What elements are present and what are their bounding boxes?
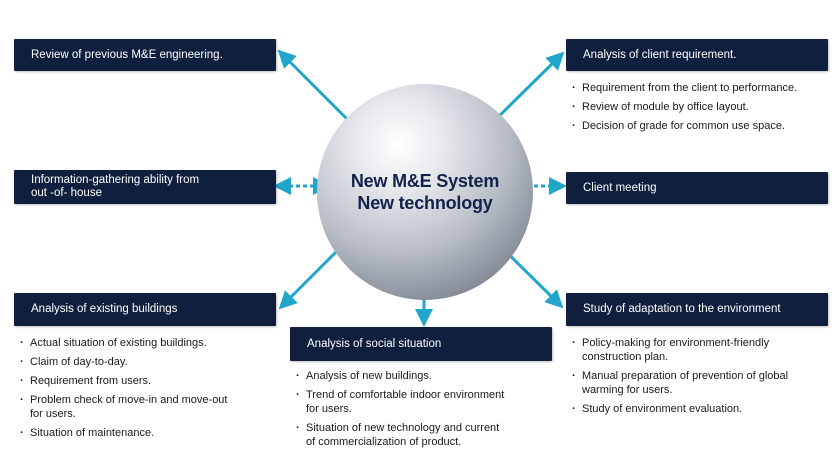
list-item: Trend of comfortable indoor environment … [296,388,558,416]
center-sphere: New M&E System New technology [317,84,533,300]
list-item: Situation of maintenance. [20,426,282,440]
arrow-review [277,49,361,133]
client-requirement-list: Requirement from the client to performan… [572,81,834,138]
box-review-label: Review of previous M&E engineering. [31,48,223,61]
list-item: Policy-making for environment-friendly c… [572,336,834,364]
social-situation-list: Analysis of new buildings. Trend of comf… [296,369,558,454]
list-item: Actual situation of existing buildings. [20,336,282,350]
box-client-meeting-label: Client meeting [583,181,657,194]
box-social-situation-label: Analysis of social situation [307,337,442,350]
center-title-line2: New technology [357,193,493,213]
list-item: Situation of new technology and current … [296,421,558,449]
box-existing-buildings: Analysis of existing buildings [14,293,276,326]
list-item: Requirement from users. [20,374,282,388]
box-client-requirement: Analysis of client requirement. [566,39,828,71]
adaptation-list: Policy-making for environment-friendly c… [572,336,834,421]
list-item: Study of environment evaluation. [572,402,834,416]
box-existing-buildings-label: Analysis of existing buildings [31,303,178,315]
list-item: Requirement from the client to performan… [572,81,834,95]
list-item: Claim of day-to-day. [20,355,282,369]
box-review: Review of previous M&E engineering. [14,39,276,71]
box-social-situation: Analysis of social situation [290,327,552,361]
list-item: Review of module by office layout. [572,100,834,114]
box-adaptation: Study of adaptation to the environment [566,293,828,326]
list-item: Analysis of new buildings. [296,369,558,383]
existing-buildings-list: Actual situation of existing buildings. … [20,336,282,445]
list-item: Manual preparation of prevention of glob… [572,369,834,397]
box-client-requirement-label: Analysis of client requirement. [583,48,737,61]
center-title-line1: New M&E System [350,171,500,191]
list-item: Decision of grade for common use space. [572,119,834,133]
box-info-gathering: Information-gathering ability from out -… [14,170,276,204]
box-client-meeting: Client meeting [566,172,828,204]
box-adaptation-label: Study of adaptation to the environment [583,303,781,315]
list-item: Problem check of move-in and move-out fo… [20,393,282,421]
box-info-gathering-label: Information-gathering ability from out -… [31,174,200,199]
